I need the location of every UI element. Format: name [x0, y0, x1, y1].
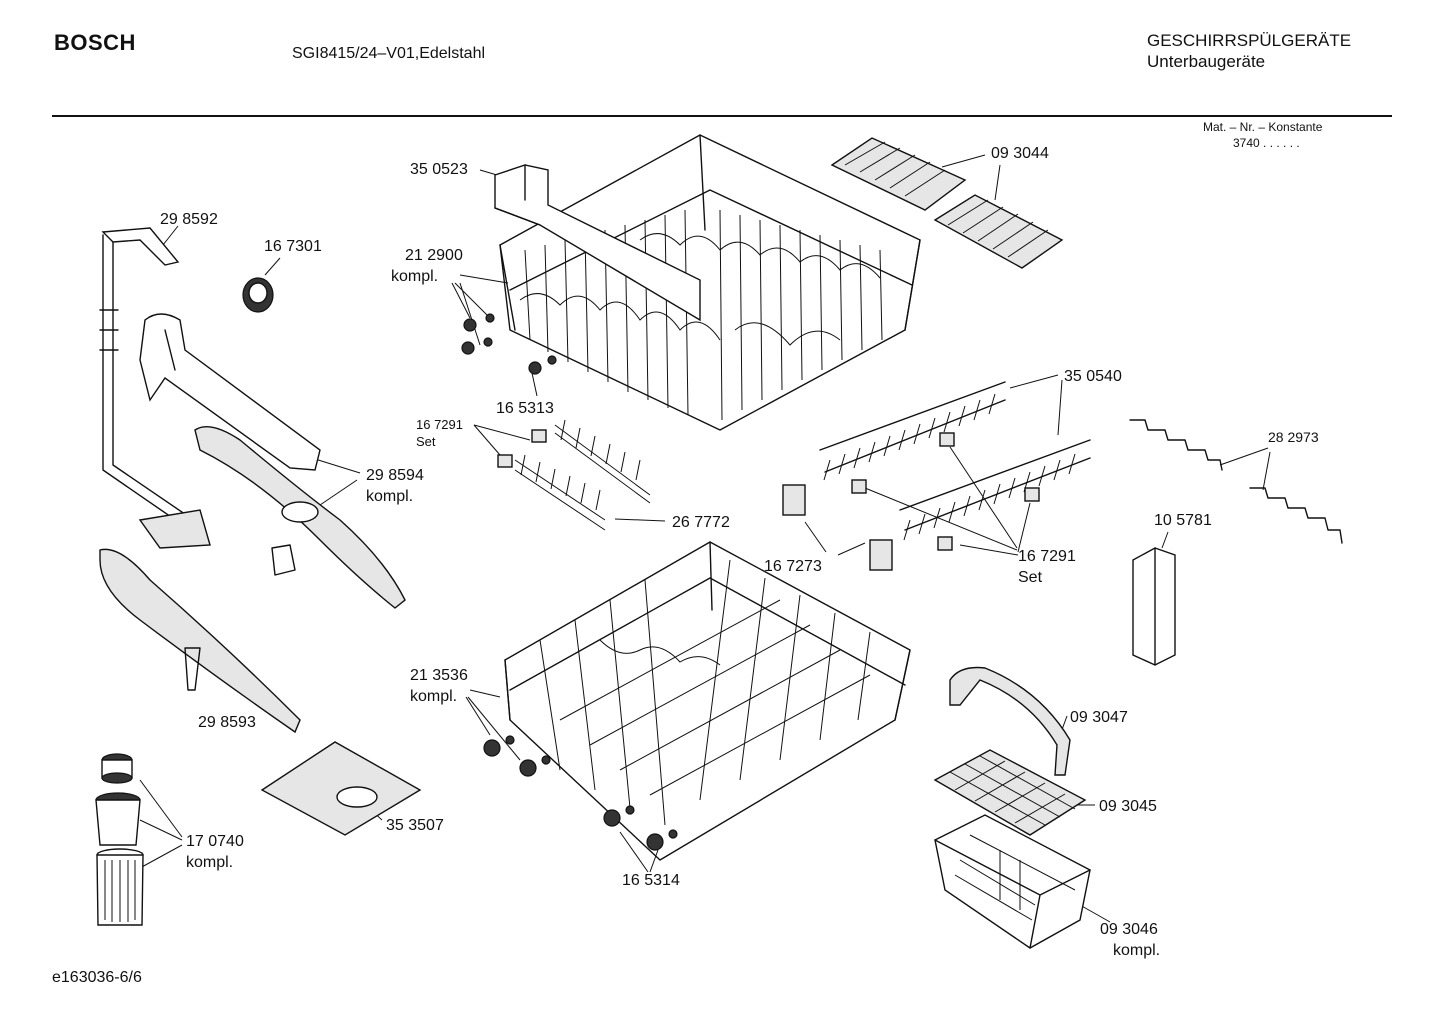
upper-spray-arm [99, 548, 301, 734]
part-label-093046: 09 3046 [1100, 921, 1158, 938]
part-label-093046-kompl: kompl. [1113, 942, 1161, 959]
part-label-213536: 21 3536 [410, 667, 468, 684]
part-label-093045: 09 3045 [1099, 798, 1157, 815]
upper-basket [461, 134, 921, 431]
part-label-298592: 29 8592 [160, 211, 218, 228]
cutlery-holder-tube [1132, 547, 1176, 666]
part-label-167291-upper: 16 7291 [416, 417, 463, 432]
basket-handle [949, 666, 1071, 776]
part-label-212900: 21 2900 [405, 247, 463, 264]
constant-label: Mat. – Nr. – Konstante [1203, 120, 1323, 134]
part-label-267772: 26 7772 [672, 514, 730, 531]
brand-logo: BOSCH [54, 30, 136, 55]
step-racks [1129, 419, 1343, 544]
subcategory-title: Unterbaugeräte [1147, 52, 1266, 71]
drawing-id: e163036-6/6 [52, 969, 142, 986]
part-label-298593: 29 8593 [198, 714, 256, 731]
filter-set [95, 753, 144, 926]
cutlery-tines-small [497, 419, 651, 531]
part-label-282973: 28 2973 [1268, 429, 1319, 445]
header-divider [52, 115, 1392, 117]
supply-pipe [99, 227, 211, 549]
part-label-298594-kompl: kompl. [366, 488, 414, 505]
part-label-212900-kompl: kompl. [391, 268, 439, 285]
model-number: SGI8415/24–V01,Edelstahl [292, 45, 486, 62]
part-label-167301: 16 7301 [264, 238, 322, 255]
part-label-165314: 16 5314 [622, 872, 680, 889]
category-title: GESCHIRRSPÜLGERÄTE [1147, 31, 1352, 50]
part-label-167291-upper-set: Set [416, 434, 436, 449]
part-label-350523: 35 0523 [410, 161, 468, 178]
part-label-350540: 35 0540 [1064, 368, 1122, 385]
cutlery-basket [934, 814, 1091, 949]
part-label-213536-kompl: kompl. [410, 688, 458, 705]
part-label-167291-lower-set: Set [1018, 569, 1043, 586]
lower-spray-arm [194, 426, 406, 609]
folding-tine-racks [782, 381, 1091, 571]
part-label-353507: 35 3507 [386, 817, 444, 834]
part-label-093044: 09 3044 [991, 145, 1049, 162]
part-label-298594: 29 8594 [366, 467, 424, 484]
part-label-167273: 16 7273 [764, 558, 822, 575]
part-label-093047: 09 3047 [1070, 709, 1128, 726]
sieve-plate [260, 741, 422, 836]
part-label-105781: 10 5781 [1154, 512, 1212, 529]
constant-value: 3740 . . . . . . [1233, 136, 1300, 150]
part-label-170740: 17 0740 [186, 833, 244, 850]
basket-grid-cover [933, 749, 1087, 836]
part-label-170740-kompl: kompl. [186, 854, 234, 871]
part-label-167291-lower: 16 7291 [1018, 548, 1076, 565]
leader-lines [139, 154, 1271, 923]
upper-spray-arm-pipe [139, 313, 321, 471]
lower-basket [483, 541, 911, 861]
filter-cap [242, 277, 274, 313]
part-label-165313: 16 5313 [496, 400, 554, 417]
cup-shelf-rack [830, 137, 1064, 269]
